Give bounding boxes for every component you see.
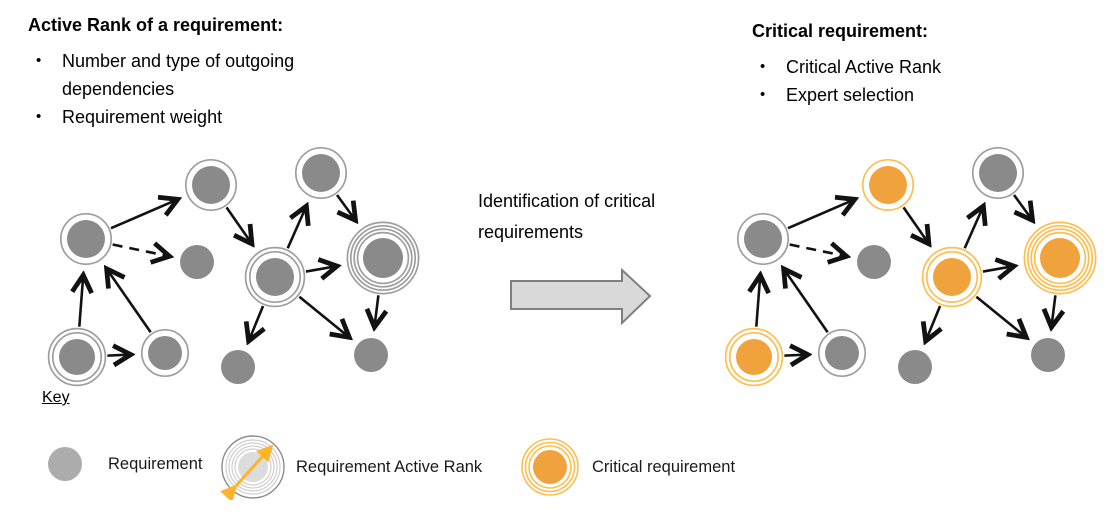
dependency-arrow xyxy=(902,206,929,244)
dependency-arrow xyxy=(249,305,263,341)
dependency-arrow xyxy=(335,194,356,220)
dependency-arrow xyxy=(79,275,83,327)
active-rank-bullet-list: •Number and type of outgoing dependencie… xyxy=(28,47,308,131)
bullet-item: •Number and type of outgoing dependencie… xyxy=(36,51,295,99)
active-rank-icon xyxy=(220,435,285,500)
dependency-arrow xyxy=(107,269,152,334)
requirement-node xyxy=(140,328,190,378)
dependency-arrow xyxy=(107,355,130,356)
dependency-arrow xyxy=(784,355,807,356)
dependency-arrow xyxy=(784,269,829,334)
requirement-node xyxy=(184,158,238,212)
requirement-node xyxy=(47,327,107,387)
dependency-arrow xyxy=(982,266,1014,271)
dependency-arrow xyxy=(286,206,307,249)
active-rank-title: Active Rank of a requirement: xyxy=(28,15,284,35)
requirement-node xyxy=(244,246,306,308)
critical-requirement-node xyxy=(921,246,983,308)
dashed-dependency-arrow xyxy=(789,245,847,257)
requirement-node xyxy=(1031,338,1065,372)
active-rank-graph xyxy=(47,146,420,387)
dependency-arrow xyxy=(963,206,984,249)
dependency-arrow xyxy=(298,295,349,338)
dashed-dependency-arrow xyxy=(112,245,170,257)
key-item-label: Requirement xyxy=(108,454,203,473)
right-block-arrow-icon xyxy=(510,267,652,326)
dependency-arrow xyxy=(305,266,337,271)
bullet-item: •Requirement weight xyxy=(36,107,223,127)
requirement-node xyxy=(354,338,388,372)
requirement-node xyxy=(221,350,255,384)
critical-requirement-node xyxy=(724,327,784,387)
critical-requirements-graph xyxy=(724,146,1097,387)
key-title: Key xyxy=(42,389,70,406)
requirement-node xyxy=(857,245,891,279)
transition-label: Identification of critical requirements xyxy=(478,191,656,242)
critical-requirement-icon xyxy=(521,438,579,496)
requirement-node xyxy=(817,328,867,378)
dependency-arrow xyxy=(225,206,252,244)
critical-requirement-node xyxy=(1023,221,1097,295)
bullet-item: •Expert selection xyxy=(760,85,915,105)
critical-requirement-header: Critical requirement: •Critical Active R… xyxy=(752,18,1002,109)
requirement-node xyxy=(736,212,790,266)
key-item-requirement: Requirement xyxy=(46,445,202,483)
key-item-label: Critical requirement xyxy=(592,457,736,476)
dependency-arrow xyxy=(110,199,178,230)
key-item-critical-requirement: Critical requirement xyxy=(520,437,735,497)
dependency-arrow xyxy=(787,199,855,230)
dependency-arrow xyxy=(374,295,378,327)
requirement-node xyxy=(346,221,420,295)
critical-requirement-title: Critical requirement: xyxy=(752,21,929,41)
critical-requirement-node xyxy=(861,158,915,212)
requirement-node xyxy=(180,245,214,279)
dependency-arrow xyxy=(975,295,1026,338)
dependency-arrow xyxy=(926,305,940,341)
requirement-node xyxy=(898,350,932,384)
key-item-active-rank: Requirement Active Rank xyxy=(220,434,482,500)
key-item-label: Requirement Active Rank xyxy=(296,457,483,476)
bullet-item: •Critical Active Rank xyxy=(760,57,942,77)
requirement-node xyxy=(294,146,348,200)
requirement-node xyxy=(59,212,113,266)
requirement-icon xyxy=(48,447,82,481)
dependency-arrow xyxy=(1051,295,1055,327)
dependency-arrow xyxy=(756,275,760,327)
critical-requirement-bullet-list: •Critical Active Rank •Expert selection xyxy=(752,53,1002,109)
requirement-node xyxy=(971,146,1025,200)
dependency-arrow xyxy=(1012,194,1033,220)
active-rank-header: Active Rank of a requirement: •Number an… xyxy=(28,12,308,131)
